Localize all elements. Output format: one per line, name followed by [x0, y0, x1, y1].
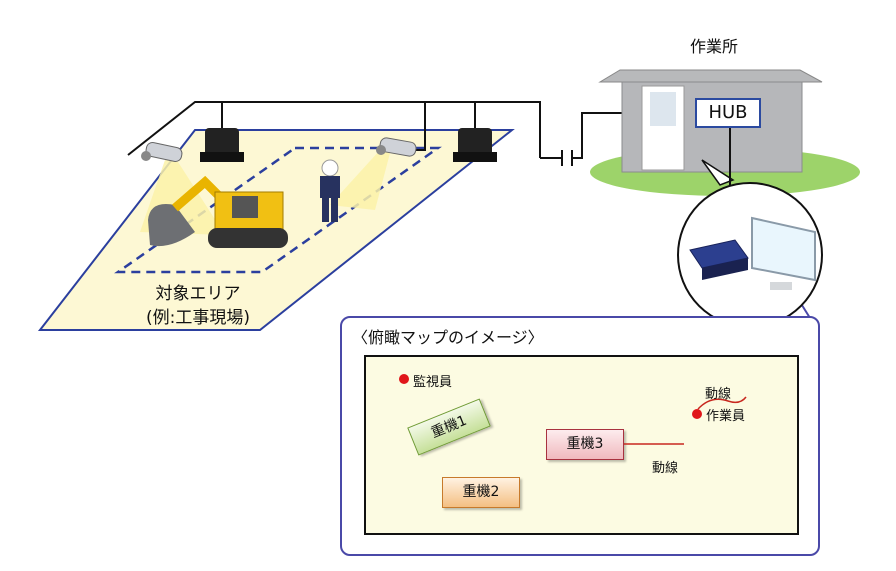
antenna-icon	[453, 128, 497, 162]
path-lines	[624, 396, 747, 445]
router-icon	[689, 239, 749, 280]
worker-path-line	[697, 396, 747, 410]
camera-cone-right	[330, 150, 390, 210]
map-canvas: 監視員 重機1 重機2 重機3 動線 動線 作業員	[364, 355, 799, 535]
area-label-main: 対象エリア	[155, 284, 241, 304]
office-label: 作業所	[690, 37, 739, 56]
guard-dot-icon	[399, 374, 409, 384]
worker-label: 作業員	[706, 409, 746, 424]
overview-map-panel: 〈俯瞰マップのイメージ〉 監視員 重機1 重機2 重機3 動線 動線 作業員	[340, 316, 820, 556]
machine-2: 重機2	[442, 477, 520, 508]
worker-path-label: 動線	[705, 387, 732, 402]
camera-icon	[376, 137, 417, 157]
excavator-icon	[148, 175, 288, 248]
worker-icon	[320, 159, 340, 222]
map-title: 〈俯瞰マップのイメージ〉	[352, 328, 544, 347]
hub-box: HUB	[695, 98, 761, 128]
network-cable	[127, 101, 541, 158]
machine-path-label: 動線	[652, 461, 679, 476]
camera-icon	[141, 142, 183, 162]
worker-dot-icon	[692, 409, 702, 419]
guard-label: 監視員	[413, 375, 453, 390]
antenna-icon	[200, 128, 244, 162]
target-area-label: 対象エリア (例:工事現場)	[118, 282, 278, 330]
monitor-icon	[751, 216, 816, 290]
area-label-example: (例:工事現場)	[146, 308, 250, 328]
machine-3: 重機3	[546, 429, 624, 460]
